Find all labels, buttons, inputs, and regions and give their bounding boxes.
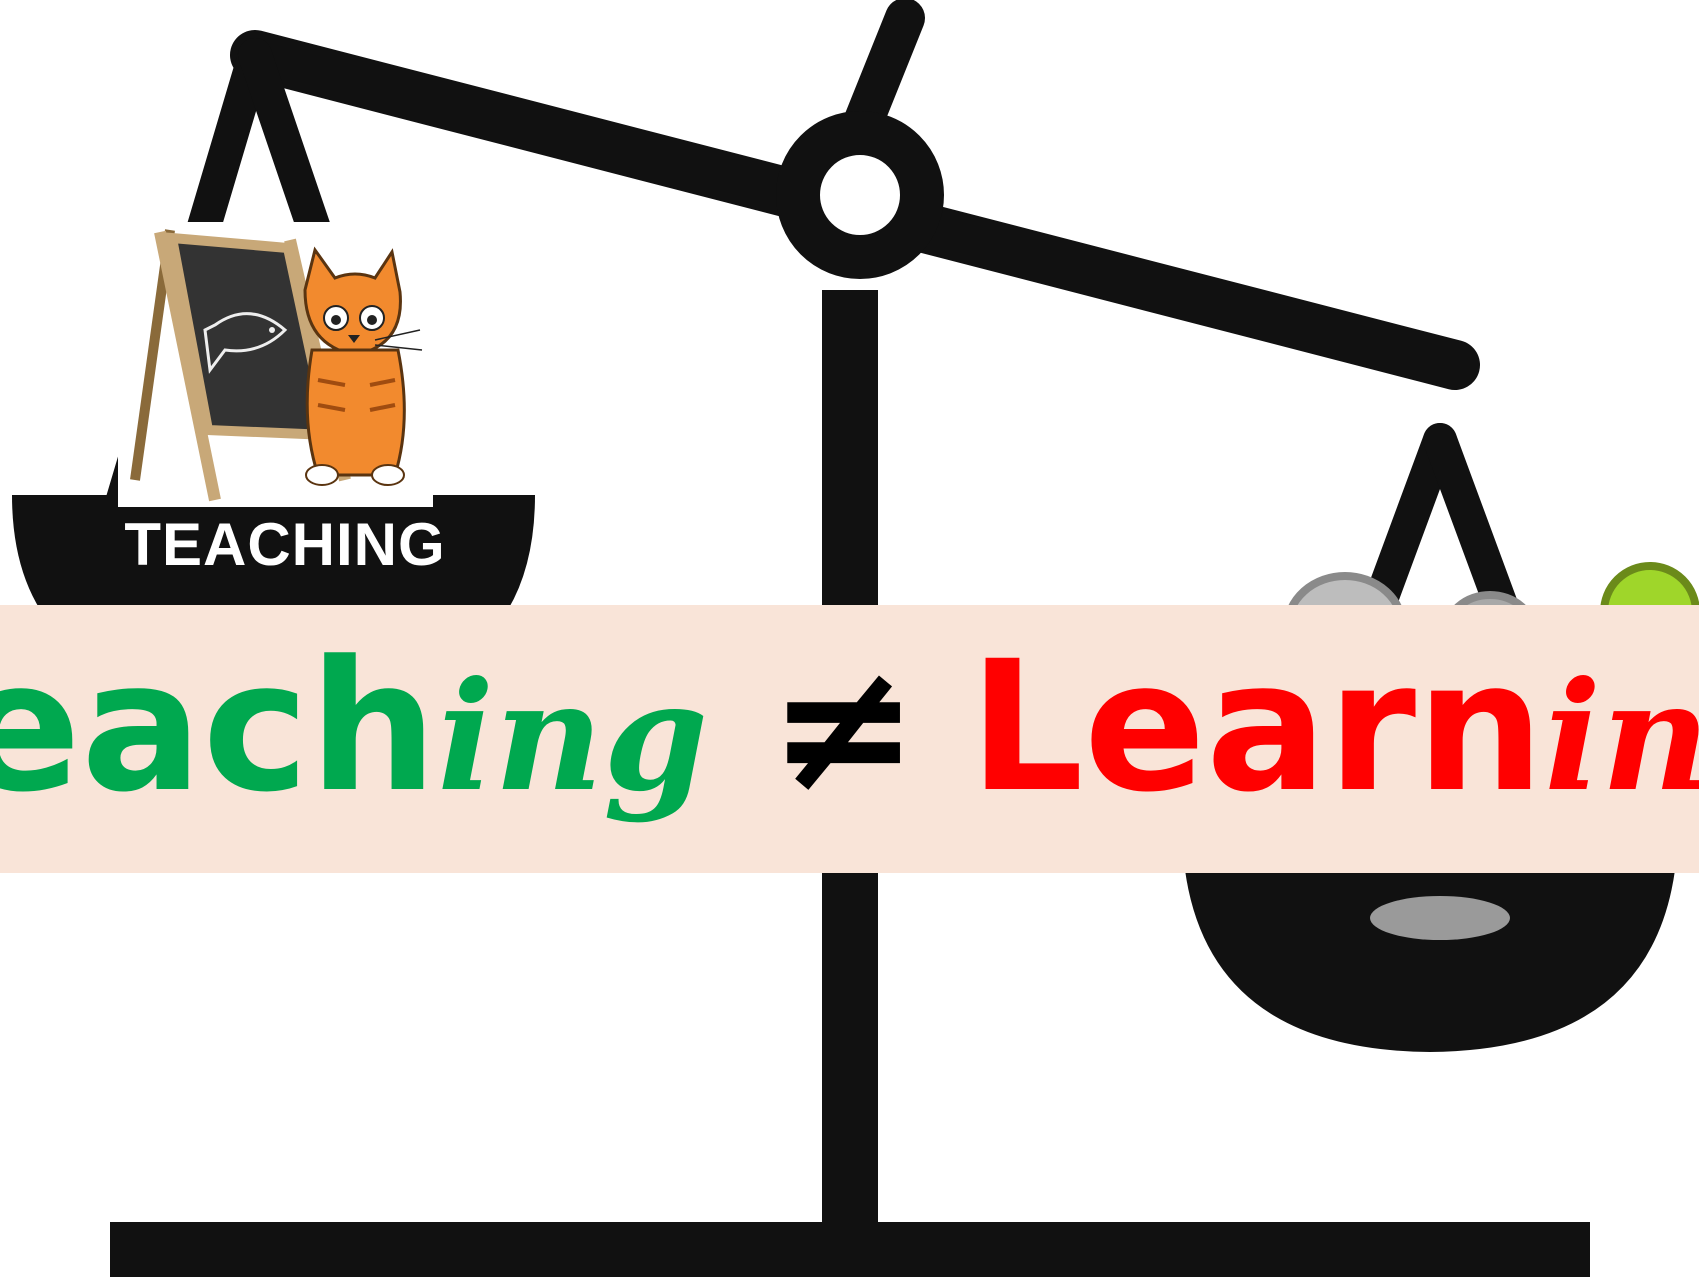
word-learning-stem: Learn	[969, 623, 1545, 832]
left-pan-label: TEACHING	[124, 511, 446, 578]
banner: Teaching≠Learning	[0, 605, 1699, 873]
scale-base	[110, 1222, 1590, 1277]
word-teaching: Teaching	[0, 623, 708, 832]
word-learning: Learning	[969, 623, 1699, 832]
word-teaching-suffix: ing	[437, 649, 709, 825]
teaching-illustration	[118, 222, 433, 507]
word-learning-suffix: ing	[1544, 649, 1699, 825]
cat-icon	[303, 246, 423, 486]
not-equal-sign: ≠	[768, 623, 920, 832]
scale-pivot	[776, 111, 944, 279]
right-pan-object-grey-3	[1370, 896, 1510, 940]
banner-text: Teaching≠Learning	[0, 629, 1699, 827]
right-pan	[1185, 870, 1675, 1052]
word-teaching-stem: Teach	[0, 623, 438, 832]
